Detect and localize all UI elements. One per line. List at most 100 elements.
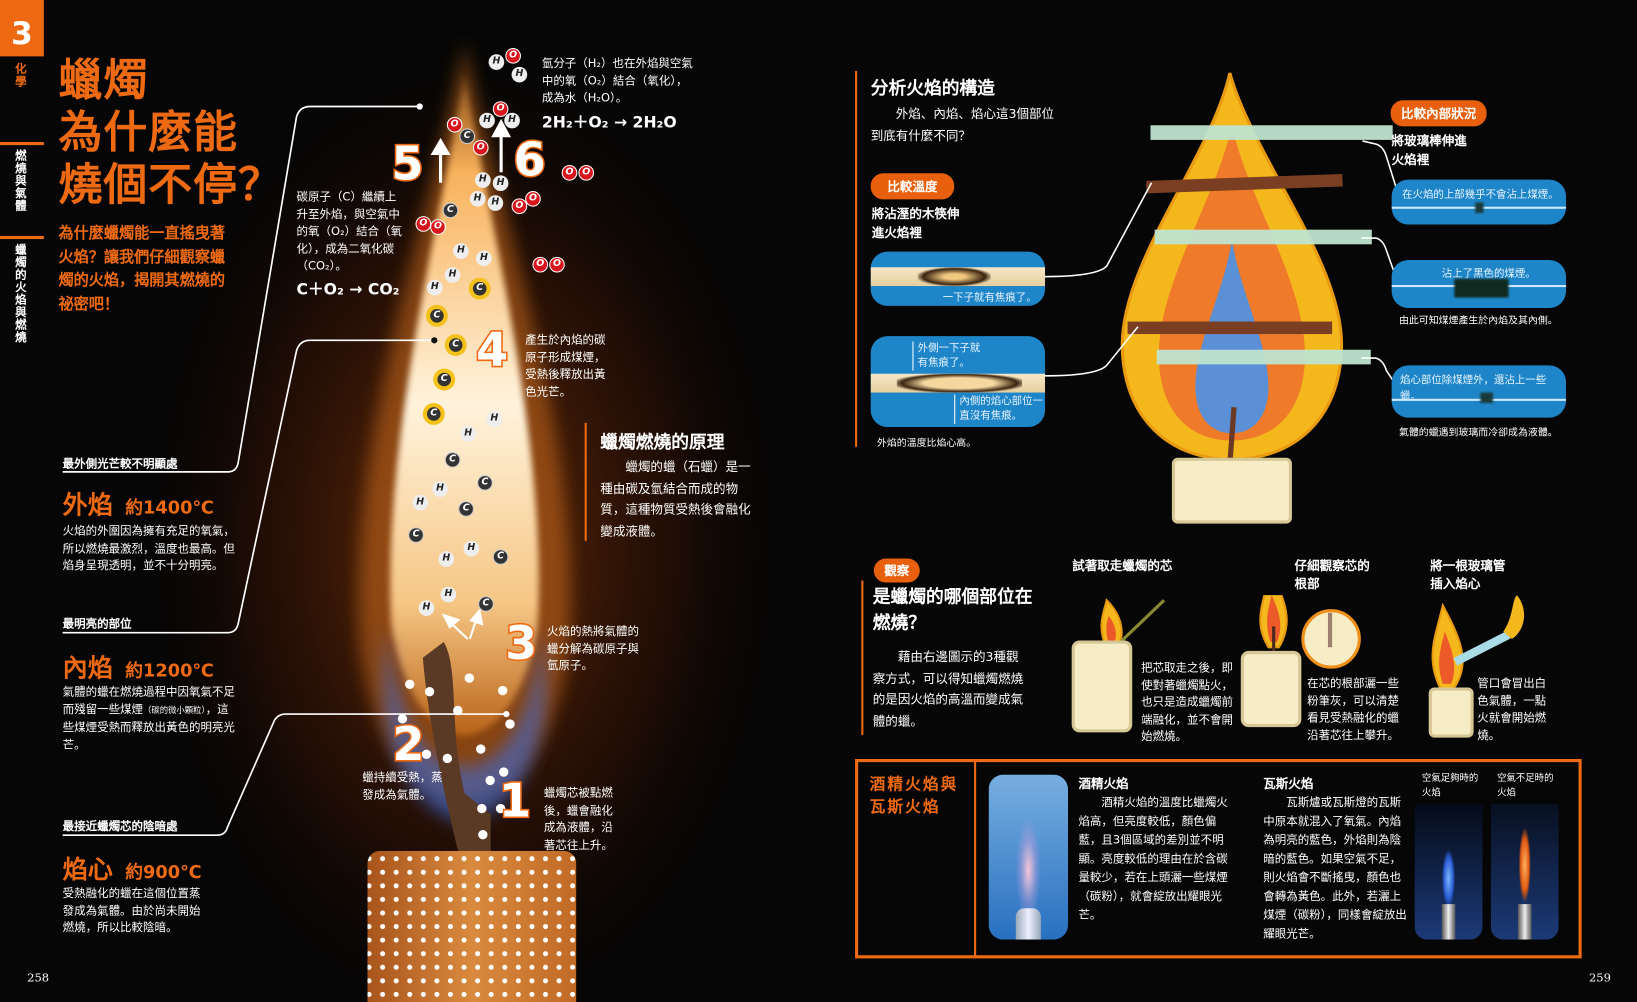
oxygen-atom: O — [561, 164, 578, 181]
hydrogen-atom: H — [444, 267, 461, 283]
oxygen-atom: O — [505, 48, 521, 64]
badge-compare-interior: 比較內部狀況 — [1390, 100, 1487, 127]
observation-body: 藉由右邊圖示的3種觀察方式，可以得知蠟燭燃燒的是因火焰的高溫而變成氣體的蠟。 — [872, 649, 1024, 729]
flame-structure-illustration — [1044, 72, 1399, 524]
hydrogen-atom: H — [476, 250, 492, 267]
step-text-4: 產生於內焰的碳原子形成煤煙，受熱後釋放出黃色光芒。 — [525, 333, 606, 399]
chapter-tab: 3 — [0, 0, 44, 57]
equation-h2o: 2H₂＋O₂ → 2H₂O — [541, 112, 677, 132]
soot-carbon-atom: C — [472, 281, 487, 296]
hydrogen-atom: H — [460, 425, 477, 442]
hydrogen-atom: H — [492, 175, 509, 192]
hydrogen-atom: H — [418, 600, 435, 616]
flame-comparison-box — [855, 758, 1582, 959]
hydrogen-atom: H — [453, 243, 469, 259]
interior-note: 由此可知煤煙產生於內焰及其內側。 — [1398, 315, 1558, 327]
soot-carbon-atom: C — [426, 407, 441, 421]
divider — [0, 141, 44, 146]
hydrogen-atom: H — [511, 66, 528, 83]
zone-temp-inner: 約1200℃ — [125, 660, 214, 682]
step-number-2: 2 — [391, 717, 426, 773]
hydrogen-atom: H — [504, 112, 520, 129]
gas-flame-insufficient-air-photo — [1490, 803, 1559, 940]
carbon-atom: C — [442, 202, 459, 219]
hydrogen-atom: H — [479, 112, 495, 129]
soot-carbon-atom: C — [430, 309, 444, 323]
desc-text: 氣體的蠟在燃燒過程中因氧氣不足而殘留一些煤煙 — [62, 684, 235, 716]
candle-experiment-illustrations — [1071, 595, 1525, 738]
hydrogen-atom: H — [438, 551, 455, 567]
carbon-atom: C — [408, 527, 424, 543]
experiment-title-2: 仔細觀察芯的根部 — [1294, 558, 1370, 591]
page-number-left: 258 — [27, 970, 50, 985]
hydrogen-atom: H — [486, 411, 503, 427]
candle-flame-photo — [62, 0, 809, 1002]
interior-note: 氣體的蠟遇到玻璃而冷卻成為液體。 — [1398, 426, 1558, 439]
desc-note: （碳的微小顆粒） — [143, 705, 206, 715]
step-number-4: 4 — [475, 322, 510, 378]
zone-label-inner: 最明亮的部位 — [62, 617, 132, 631]
section-label: 燃燒與氣體 — [13, 149, 28, 212]
glass-rod-caption: 沾上了黑色的煤煙。 — [1441, 268, 1536, 280]
chopstick-photo-core: 外側一下子就有焦痕了。 內側的焰心部位一直沒有焦痕。 — [870, 336, 1046, 427]
hydrogen-atom: H — [487, 195, 504, 211]
analysis-title: 分析火焰的構造 — [870, 78, 995, 100]
zone-desc-outer: 火焰的外圍因為擁有充足的氧氣，所以燃燒最激烈，溫度也最高。但焰身呈現透明，並不十… — [62, 524, 235, 573]
candle-body — [367, 850, 577, 1002]
analysis-body: 外焰、內焰、焰心這3個部位到底有什麼不同？ — [870, 106, 1055, 144]
carbon-atom: C — [458, 501, 474, 517]
observation-title: 是蠟燭的哪個部位在燃燒？ — [872, 586, 1033, 634]
hydrogen-atom: H — [469, 191, 486, 207]
oxygen-atom: O — [532, 256, 549, 273]
page-title: 蠟燭 為什麼能 燒個不停？ — [58, 54, 282, 211]
zone-name-core: 焰心 — [62, 855, 113, 885]
alcohol-flame-photo — [988, 774, 1069, 940]
soot-carbon-atom: C — [448, 338, 463, 352]
carbon-atom: C — [478, 596, 494, 612]
gas-flame-body: 瓦斯爐或瓦斯燈的瓦斯中原本就混入了氧氣。內焰為明亮的藍色，外焰則為陰暗的藍色。如… — [1263, 795, 1407, 941]
oxygen-atom: O — [525, 191, 541, 207]
zone-desc-core: 受熱融化的蠟在這個位置蒸發成為氣體。由於尚未開始燃燒，所以比較陰暗。 — [62, 886, 201, 935]
title-line: 為什麼能 — [58, 106, 239, 158]
step-text-2: 蠟持續受熱，蒸發成為氣體。 — [362, 770, 443, 802]
photo-label-enough-air: 空氣足夠時的火焰 — [1421, 773, 1479, 799]
divider — [0, 235, 44, 240]
zone-temp-outer: 約1400℃ — [125, 497, 214, 519]
step-text-5: 碳原子（C）繼續上升至外焰，與空氣中的氧（O₂）結合（氧化），成為二氧化碳（CO… — [296, 190, 403, 273]
subject-label: 化學 — [13, 62, 28, 88]
experiment-text-3: 管口會冒出白色氣體，一點火就會開始燃燒。 — [1477, 676, 1547, 742]
chopstick-caption: 一下子就有焦痕了。 — [942, 292, 1037, 304]
alcohol-flame-body: 酒精火焰的溫度比蠟燭火焰高，但亮度較低，顏色偏藍，且3個區域的差別並不明顯。亮度… — [1078, 795, 1228, 922]
oxygen-atom: O — [472, 139, 489, 156]
step-number-3: 3 — [504, 615, 539, 671]
temperature-heading: 將沾溼的木筷伸進火焰裡 — [871, 206, 960, 241]
oxygen-atom: O — [549, 256, 565, 273]
soot-carbon-atom: C — [437, 372, 452, 387]
step-text-3: 火焰的熱將氣體的蠟分解為碳原子與氫原子。 — [547, 624, 639, 673]
zone-label-outer: 最外側光芒較不明顯處 — [62, 457, 178, 471]
hydrogen-atom: H — [440, 586, 457, 603]
chopstick-caption-outer: 外側一下子就有焦痕了。 — [912, 341, 980, 371]
step-number-5: 5 — [390, 136, 425, 192]
accent-bar — [584, 422, 587, 541]
gas-flame-enough-air-photo — [1414, 803, 1483, 940]
comparison-title: 酒精火焰與瓦斯火焰 — [869, 774, 959, 817]
gas-flame-title: 瓦斯火焰 — [1263, 776, 1314, 792]
glass-rod-caption: 在火焰的上部幾乎不會沾上煤煙。 — [1402, 188, 1559, 201]
chopstick-caption-inner: 內側的焰心部位一直沒有焦痕。 — [954, 394, 1043, 424]
hydrogen-atom: H — [475, 172, 491, 188]
oxygen-atom: O — [446, 116, 463, 133]
accent-bar — [855, 70, 858, 447]
hydrogen-atom: H — [412, 494, 429, 511]
zone-label-core: 最接近蠟燭芯的陰暗處 — [62, 819, 178, 834]
carbon-atom: C — [477, 475, 493, 491]
hydrogen-atom: H — [488, 54, 505, 70]
accent-bar — [861, 580, 864, 735]
experiment-title-1: 試著取走蠟燭的芯 — [1072, 558, 1173, 574]
oxygen-atom: O — [492, 101, 509, 117]
chopstick-photo-outer: 一下子就有焦痕了。 — [870, 251, 1046, 306]
glass-rod-photo-core: 焰心部位除煤煙外，還沾上一些蠟。 — [1391, 365, 1566, 418]
experiment-title-3: 將一根玻璃管插入焰心 — [1430, 558, 1506, 591]
divider — [974, 758, 977, 958]
